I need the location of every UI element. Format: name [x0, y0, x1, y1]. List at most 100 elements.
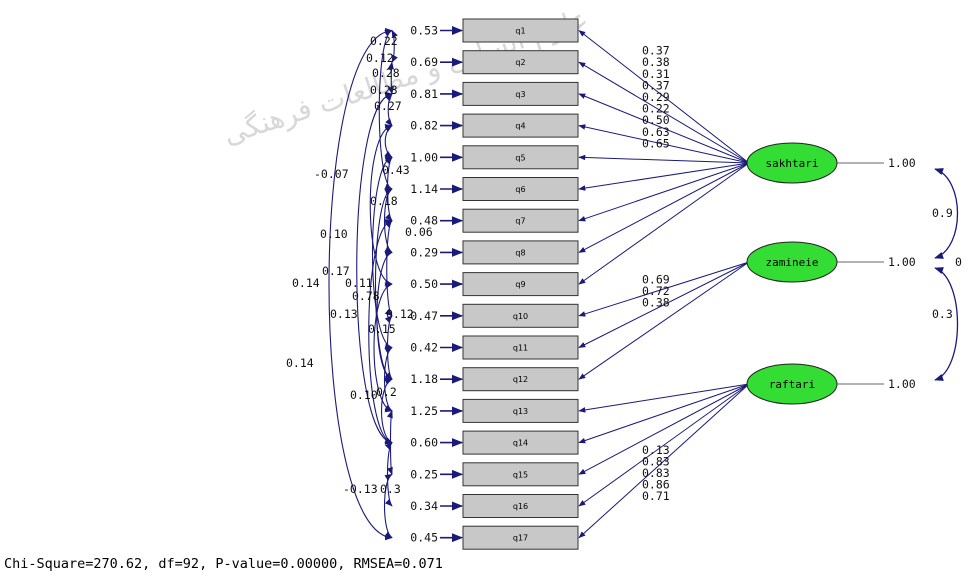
item-label-q9: q9: [515, 280, 525, 289]
item-box-q13: [462, 398, 579, 423]
item-label-q17: q17: [513, 534, 528, 543]
loading-arrow: [578, 61, 750, 164]
item-label-q7: q7: [515, 217, 525, 226]
item-box-q10: [462, 303, 579, 328]
latent-label-zamineie: zamineie: [766, 256, 819, 269]
error-variance-q15: 0.25: [410, 467, 438, 481]
error-variance-q7: 0.48: [410, 214, 438, 228]
error-cov-arc: [356, 91, 393, 445]
loading-arrow: [578, 162, 750, 222]
error-covariance-value: 0.78: [352, 289, 380, 303]
loading-arrow: [578, 30, 750, 164]
error-covariance-value: 0.43: [382, 163, 410, 177]
loading-arrow: [578, 154, 750, 164]
loading-sakhtari: 0.37: [642, 44, 670, 58]
error-covariance-value: 0.23: [370, 83, 398, 97]
error-cov-arc: [368, 219, 393, 445]
error-variance-q3: 0.81: [410, 87, 438, 101]
loading-raftari: 0.83: [642, 466, 670, 480]
loading-zamineie: 0.72: [642, 284, 670, 298]
error-covariance-value: 0.17: [322, 264, 350, 278]
item-label-q8: q8: [515, 248, 525, 257]
loading-sakhtari: 0.63: [642, 125, 670, 139]
item-box-q16: [462, 494, 579, 518]
loading-raftari: 0.13: [642, 443, 670, 457]
loading-arrow: [578, 383, 750, 475]
item-box-q7: [462, 208, 579, 233]
item-label-q1: q1: [515, 27, 525, 36]
error-cov-arc: [384, 220, 393, 317]
item-box-q6: [462, 177, 579, 201]
error-variance-q14: 0.60: [410, 436, 438, 450]
item-label-q3: q3: [515, 90, 525, 99]
item-box-q17: [462, 525, 579, 550]
item-box-q9: [462, 272, 579, 297]
latent-variance-raftari: 1.00: [888, 377, 916, 391]
error-cov-arc: [384, 125, 393, 158]
error-variance-q17: 0.45: [410, 531, 438, 545]
loading-arrow: [578, 162, 750, 191]
error-covariance-value: 0.18: [370, 194, 398, 208]
item-box-q8: [462, 240, 579, 265]
item-label-q13: q13: [513, 407, 528, 416]
latent-variance-zamineie: 1.00: [888, 255, 916, 269]
error-variance-q6: 1.14: [410, 182, 438, 196]
error-cov-arc: [369, 124, 393, 286]
item-label-q14: q14: [513, 439, 528, 448]
fit-statistics: Chi-Square=270.62, df=92, P-value=0.0000…: [4, 556, 443, 572]
latent-cov-arc: [934, 168, 959, 259]
latent-label-raftari: raftari: [769, 378, 815, 391]
error-covariance-value: -0.13: [343, 482, 378, 496]
error-variance-q8: 0.29: [410, 245, 438, 259]
error-variance-q9: 0.50: [410, 277, 438, 291]
loading-arrow: [578, 124, 750, 164]
loading-raftari: 0.71: [642, 489, 670, 503]
error-covariance-value: 0.14: [286, 356, 314, 370]
error-variance-q2: 0.69: [410, 55, 438, 69]
latent-zamineie: [746, 241, 838, 283]
item-label-q16: q16: [513, 502, 528, 511]
loading-arrow: [578, 261, 750, 317]
loading-arrow: [578, 383, 750, 413]
loading-sakhtari: 0.50: [642, 113, 670, 127]
latent-covariance-value: 0.9: [932, 206, 953, 220]
item-label-q10: q10: [513, 312, 528, 321]
item-box-q3: [462, 81, 579, 106]
loading-sakhtari: 0.38: [642, 55, 670, 69]
item-box-q5: [462, 145, 579, 170]
item-label-q6: q6: [515, 185, 525, 194]
loading-zamineie: 0.69: [642, 272, 670, 286]
error-covariance-value: 0.10: [350, 388, 378, 402]
error-variance-q12: 1.18: [410, 372, 438, 386]
error-covariance-value: 0.22: [370, 34, 398, 48]
item-label-q15: q15: [513, 470, 528, 479]
loading-sakhtari: 0.37: [642, 78, 670, 92]
item-label-q5: q5: [515, 153, 525, 162]
loading-arrow: [578, 383, 750, 507]
error-covariance-value: 0.15: [368, 322, 396, 336]
error-variance-q10: 0.47: [410, 309, 438, 323]
item-label-q4: q4: [515, 122, 525, 131]
error-covariance-value: 0.11: [345, 276, 373, 290]
error-covariance-value: 0.27: [374, 99, 402, 113]
item-label-q2: q2: [515, 58, 525, 67]
loading-sakhtari: 0.22: [642, 102, 670, 116]
error-variance-q16: 0.34: [410, 499, 438, 513]
error-cov-arc: [371, 155, 393, 349]
loading-arrow: [578, 261, 750, 348]
loading-arrow: [578, 162, 750, 253]
item-box-q11: [462, 335, 579, 360]
item-box-q14: [462, 430, 579, 455]
item-box-q12: [462, 367, 579, 392]
loading-sakhtari: 0.31: [642, 67, 670, 81]
loading-arrow: [578, 261, 750, 380]
error-variance-q11: 0.42: [410, 341, 438, 355]
latent-cov-arc: [934, 267, 959, 381]
error-covariance-value: 0.13: [330, 307, 358, 321]
error-cov-arc: [328, 27, 393, 541]
loading-raftari: 0.86: [642, 478, 670, 492]
loading-arrow: [578, 383, 750, 539]
error-variance-q13: 1.25: [410, 404, 438, 418]
